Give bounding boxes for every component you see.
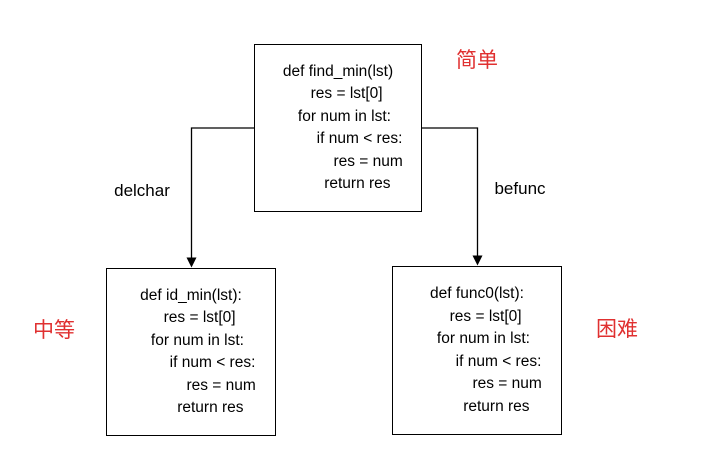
node-right-code-box[interactable]: def func0(lst): res = lst[0] for num in … [392, 266, 562, 435]
difficulty-label-medium[interactable]: 中等 [33, 319, 75, 342]
code-line: res = lst[0] [146, 309, 236, 326]
code-line: res = num [126, 376, 256, 394]
code-line: if num < res: [273, 130, 403, 147]
code-line: res = lst[0] [432, 307, 522, 325]
code-line: if num < res: [412, 352, 542, 370]
arrowhead-left-icon [186, 257, 197, 268]
difficulty-label-easy[interactable]: 简单 [456, 49, 498, 72]
code-block-root: def find_min(lst) res = lst[0] for num i… [255, 45, 421, 211]
difficulty-label-hard[interactable]: 困难 [596, 318, 638, 341]
edge-root-to-left[interactable] [186, 127, 255, 268]
code-line: res = num [273, 152, 403, 170]
edge-root-to-right-line[interactable] [422, 127, 479, 256]
code-line: for num in lst: [285, 107, 391, 125]
code-line: for num in lst: [424, 330, 530, 347]
edge-root-to-left-line[interactable] [190, 127, 255, 258]
code-line: def id_min(lst): [140, 286, 242, 304]
node-root-code-box[interactable]: def find_min(lst) res = lst[0] for num i… [254, 44, 422, 212]
code-line: for num in lst: [138, 331, 244, 349]
code-line: def func0(lst): [430, 285, 524, 302]
edge-label-delchar[interactable]: delchar [114, 181, 170, 200]
code-block-left: def id_min(lst): res = lst[0] for num in… [107, 269, 275, 435]
code-block-right: def func0(lst): res = lst[0] for num in … [393, 267, 561, 434]
code-line: if num < res: [126, 354, 256, 371]
code-line: return res [138, 399, 244, 416]
code-line: return res [424, 397, 530, 415]
edge-label-befunc[interactable]: befunc [494, 179, 546, 198]
arrowhead-right-icon [472, 255, 483, 266]
node-left-code-box[interactable]: def id_min(lst): res = lst[0] for num in… [106, 268, 276, 436]
code-line: def find_min(lst) [282, 62, 394, 80]
code-line: return res [285, 175, 391, 192]
edge-root-to-right[interactable] [422, 127, 483, 266]
code-line: res = num [412, 375, 542, 392]
code-line: res = lst[0] [293, 85, 383, 102]
